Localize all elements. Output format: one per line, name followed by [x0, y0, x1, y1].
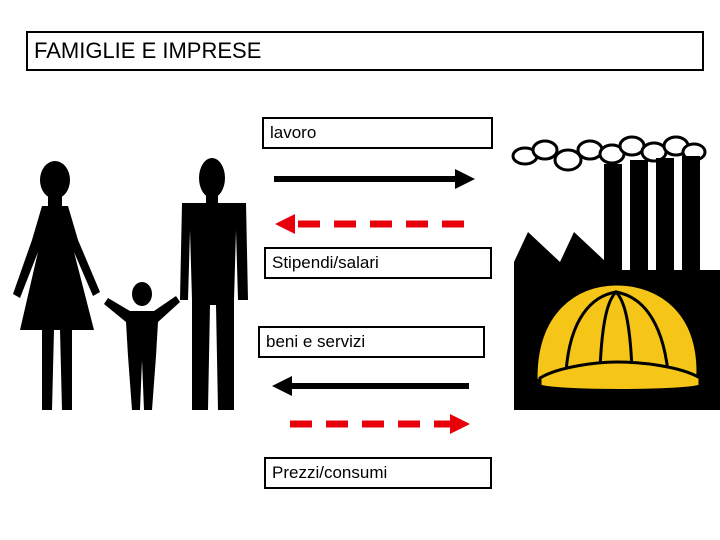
flow-label-lavoro: lavoro — [262, 117, 493, 149]
page-title: FAMIGLIE E IMPRESE — [26, 31, 704, 71]
hard-hat-icon — [534, 282, 702, 392]
arrow-lavoro — [274, 169, 475, 189]
woman-icon — [13, 161, 100, 410]
family-icon — [13, 158, 248, 410]
flow-label-beni: beni e servizi — [258, 326, 485, 358]
man-icon — [180, 158, 248, 410]
flow-label-stipendi: Stipendi/salari — [264, 247, 492, 279]
arrow-prezzi — [290, 414, 470, 434]
child-icon — [104, 282, 180, 410]
arrow-beni — [272, 376, 469, 396]
arrow-stipendi — [275, 214, 472, 234]
smoke-icon — [511, 135, 707, 172]
flow-label-prezzi: Prezzi/consumi — [264, 457, 492, 489]
